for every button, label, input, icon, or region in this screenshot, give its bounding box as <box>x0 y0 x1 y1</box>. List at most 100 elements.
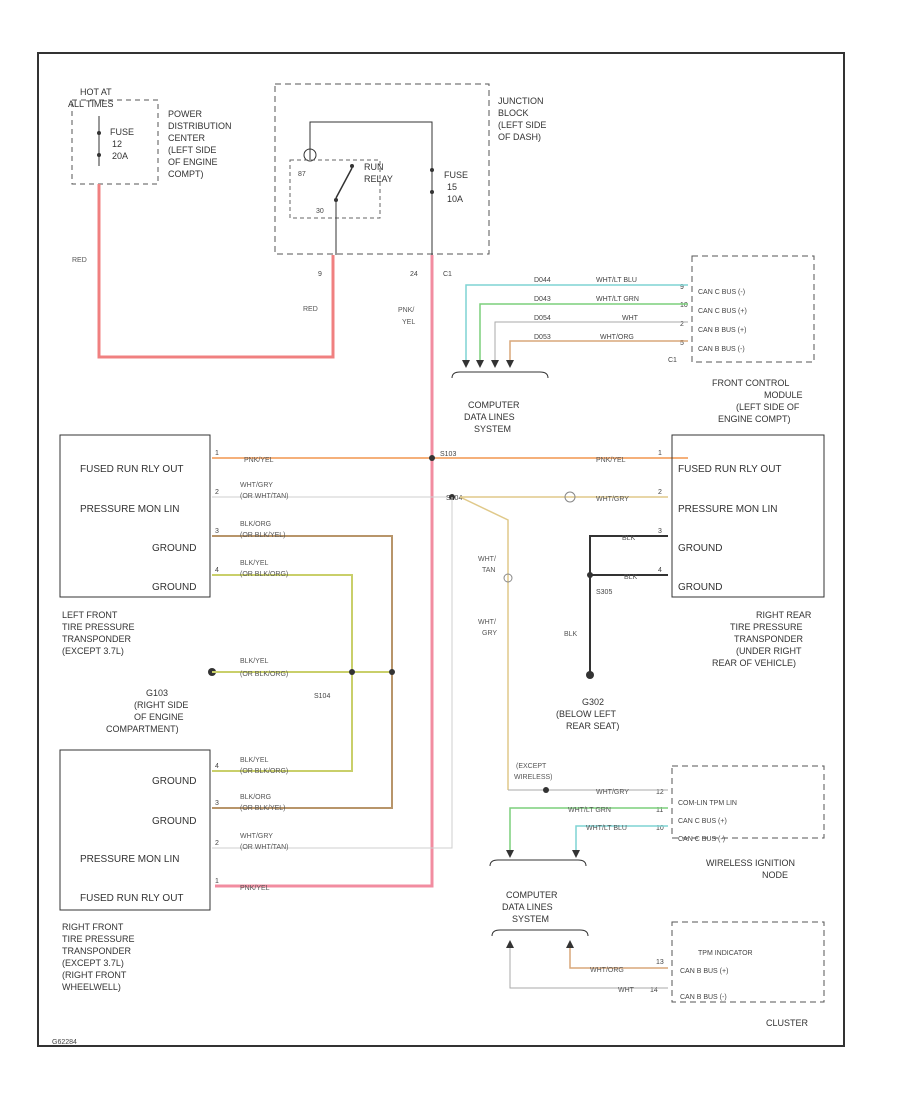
fuse-15-label: FUSE <box>444 170 468 180</box>
pdc-label-line: POWER <box>168 109 203 119</box>
rr-label-line: TIRE PRESSURE <box>730 622 803 632</box>
lf-pin: PRESSURE MON LIN <box>80 504 179 515</box>
lf-label-line: LEFT FRONT <box>62 610 118 620</box>
lf-pin-number: 4 <box>215 567 219 574</box>
fcm-label-line: FRONT CONTROL <box>712 378 789 388</box>
fuse-12-number: 12 <box>112 139 122 149</box>
cluster-label: CLUSTER <box>766 1018 809 1028</box>
wht-tan-wire <box>459 496 509 790</box>
splice-s104-ground-label: S104 <box>314 693 330 700</box>
all-times-label: ALL TIMES <box>68 99 114 109</box>
wht-tan-label: TAN <box>482 567 495 574</box>
wht-gry-label: WHT/ <box>478 619 496 626</box>
pnk-yel-label: YEL <box>402 319 415 326</box>
ground-g302 <box>586 671 594 679</box>
computer-data-lines-arrows-1 <box>462 360 514 368</box>
cluster-can-b-plus-wire <box>569 948 668 969</box>
splice-s103 <box>429 455 435 461</box>
fcm-splice: D044 <box>534 277 551 284</box>
pnk-yel-label: PNK/ <box>398 307 414 314</box>
rf-label-line: RIGHT FRONT <box>62 922 124 932</box>
cluster-pin-number: 13 <box>656 959 664 966</box>
lf-wire-sub: (OR BLK/YEL) <box>240 532 286 539</box>
win-pin: COM-LIN TPM LIN <box>678 800 737 807</box>
rf-pin-number: 2 <box>215 840 219 847</box>
rr-wire-color: PNK/YEL <box>596 457 626 464</box>
rr-ground-wire <box>589 535 668 675</box>
rf-wire-color: BLK/ORG <box>240 794 271 801</box>
cluster-wire-color: WHT <box>618 987 635 994</box>
fcm-pin-number: 2 <box>680 321 684 328</box>
win-can-c-plus-wire <box>509 807 668 850</box>
cdl-bracket-1 <box>451 371 549 379</box>
rr-pin: GROUND <box>678 582 722 593</box>
jb-label-line: (LEFT SIDE <box>498 120 546 130</box>
lf-wire-sub: (OR BLK/ORG) <box>240 571 288 578</box>
fcm-wire-color: WHT <box>622 315 639 322</box>
cluster-pin: CAN B BUS (+) <box>680 968 728 975</box>
wht-tan-label: WHT/ <box>478 556 496 563</box>
fuse-15-terminal <box>430 190 434 194</box>
rf-pin: GROUND <box>152 776 196 787</box>
junction-block-box <box>274 83 490 255</box>
cdl1-label-line: DATA LINES <box>464 412 515 422</box>
rr-pin-number: 3 <box>658 528 662 535</box>
pdc-label-line: OF ENGINE <box>168 157 218 167</box>
pdc-label-line: (LEFT SIDE <box>168 145 216 155</box>
fcm-label-line: (LEFT SIDE OF <box>736 402 800 412</box>
fuse-12-label: FUSE <box>110 127 134 137</box>
g103-label: OF ENGINE <box>134 712 184 722</box>
fuse-12-terminal <box>97 131 101 135</box>
cdl1-label-line: SYSTEM <box>474 424 511 434</box>
win-can-c-minus-wire <box>575 825 668 850</box>
rr-label-line: TRANSPONDER <box>734 634 804 644</box>
fcm-pin-number: 10 <box>680 302 688 309</box>
fcm-label-line: MODULE <box>764 390 803 400</box>
computer-data-lines-arrows-3 <box>506 940 574 948</box>
g103-wire-color: BLK/YEL <box>240 658 269 665</box>
cdl2-label-line: SYSTEM <box>512 914 549 924</box>
junction-block: JUNCTION BLOCK (LEFT SIDE OF DASH) RUN R… <box>274 83 546 278</box>
fcm-pin-number: 5 <box>680 340 684 347</box>
rf-label-line: TIRE PRESSURE <box>62 934 135 944</box>
computer-data-lines-arrows-2 <box>506 850 580 858</box>
inline-connector <box>543 787 549 793</box>
lf-wire-sub: (OR WHT/TAN) <box>240 493 288 500</box>
fuse-12-terminal <box>97 153 101 157</box>
splice-s305 <box>587 572 593 578</box>
instrument-cluster: TPM INDICATOR CAN B BUS (+) CAN B BUS (-… <box>650 921 825 1028</box>
pdc-label-line: CENTER <box>168 133 206 143</box>
lf-wire-color: WHT/GRY <box>240 482 273 489</box>
pdc-label-line: COMPT) <box>168 169 204 179</box>
pdc-dashed-box <box>71 99 159 185</box>
pin-9-label: 9 <box>318 271 322 278</box>
win-pin-number: 12 <box>656 789 664 796</box>
lf-label-line: TRANSPONDER <box>62 634 132 644</box>
rr-pin: GROUND <box>678 543 722 554</box>
fcm-dashed-box <box>691 255 815 363</box>
rr-pin: FUSED RUN RLY OUT <box>678 464 782 475</box>
relay-label: RUN <box>364 162 384 172</box>
fuse-15-terminal <box>430 168 434 172</box>
cluster-pin: CAN B BUS (-) <box>680 994 727 1001</box>
rr-pin: PRESSURE MON LIN <box>678 504 777 515</box>
win-pin: CAN C BUS (-) <box>678 836 725 843</box>
jb-label-line: BLOCK <box>498 108 529 118</box>
fcm-label-line: ENGINE COMPT) <box>718 414 791 424</box>
fuse-15-number: 15 <box>447 182 457 192</box>
win-label-line: NODE <box>762 870 788 880</box>
splice-dot <box>349 669 355 675</box>
rr-label-line: RIGHT REAR <box>756 610 812 620</box>
wireless-ignition-node: COM-LIN TPM LIN CAN C BUS (+) CAN C BUS … <box>656 765 825 880</box>
lf-label-line: (EXCEPT 3.7L) <box>62 646 124 656</box>
front-control-module: CAN C BUS (-) CAN C BUS (+) CAN B BUS (+… <box>668 255 815 424</box>
can-b-plus-wire <box>494 321 688 366</box>
jb-label-line: OF DASH) <box>498 132 541 142</box>
red-wire-label: RED <box>303 306 318 313</box>
left-front-transponder: FUSED RUN RLY OUT PRESSURE MON LIN GROUN… <box>59 434 219 656</box>
cluster-pin-number: 14 <box>650 987 658 994</box>
cdl1-label-line: COMPUTER <box>468 400 520 410</box>
fcm-splice: D043 <box>534 296 551 303</box>
lf-label-line: TIRE PRESSURE <box>62 622 135 632</box>
